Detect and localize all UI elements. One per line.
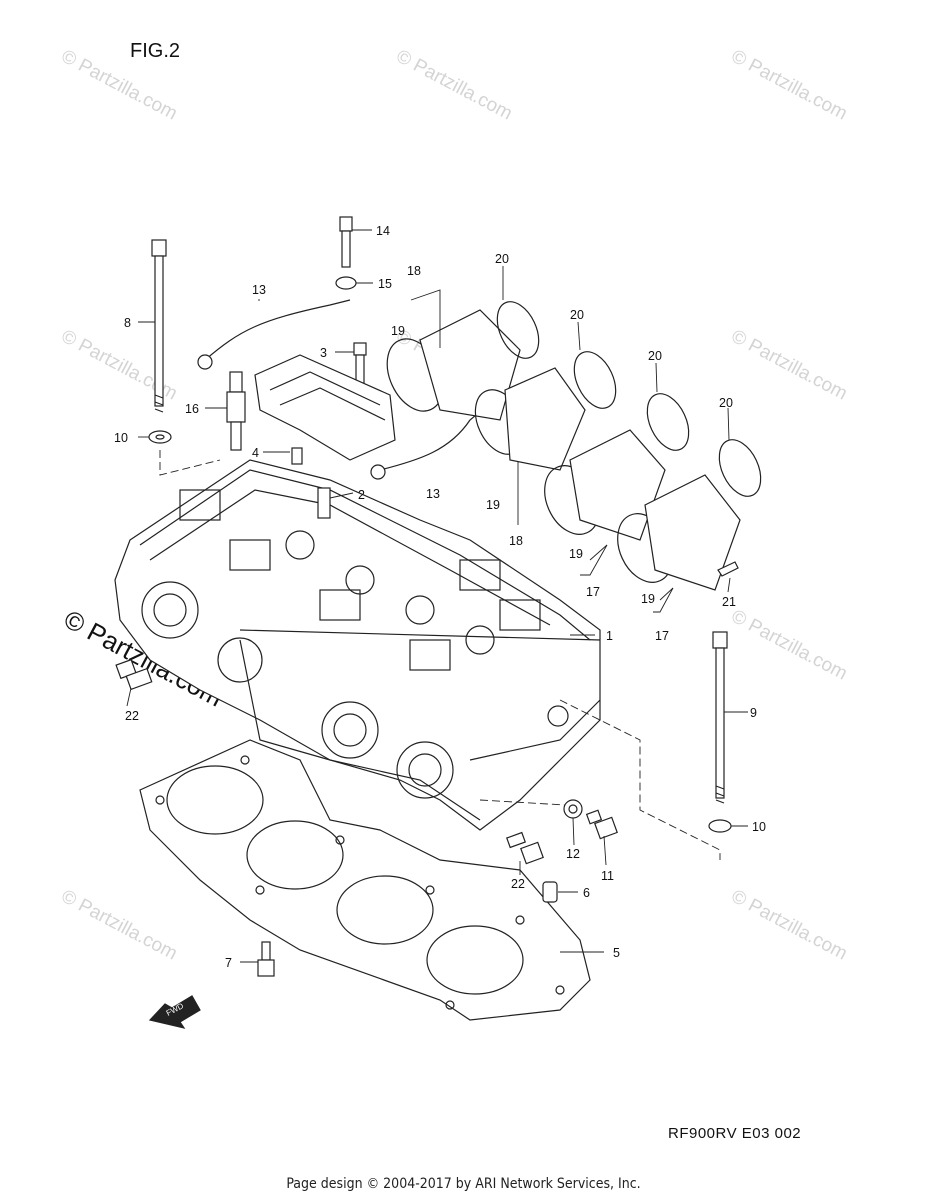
watermark: © Partzilla.com: [58, 46, 181, 125]
figure-label: FIG.2: [130, 40, 181, 62]
camshaft-holder: [254, 354, 396, 461]
callout-14: 14: [376, 224, 390, 238]
dowel-6: [542, 881, 558, 903]
diagram-code: RF900RV E03 002: [668, 1125, 802, 1142]
bolt-7: [257, 941, 275, 977]
bolt-14: [339, 216, 353, 232]
watermark: © Partzilla.com: [728, 886, 851, 965]
callout-19-d: 19: [641, 592, 655, 606]
callout-7: 7: [225, 956, 232, 970]
dowel-4: [291, 447, 303, 465]
oil-pipe-13: [204, 299, 351, 361]
callout-22-left: 22: [125, 709, 139, 723]
callout-8: 8: [124, 316, 131, 330]
watermark: © Partzilla.com: [58, 886, 181, 965]
callout-19-c: 19: [569, 547, 583, 561]
callout-13-bottom: 13: [426, 487, 440, 501]
leader-lines: [126, 229, 748, 963]
callout-22-right: 22: [511, 877, 525, 891]
head-bolt-8: [151, 239, 167, 413]
callout-10-top: 10: [114, 431, 128, 445]
callout-10-right: 10: [752, 820, 766, 834]
callout-numbers: 1 2 3 4 5 6 7 8 9 10 10 11 12 13 13 14 1…: [114, 224, 766, 970]
spark-plug-16: [226, 371, 246, 451]
bolt-22-right: [506, 831, 544, 865]
callout-9: 9: [750, 706, 757, 720]
watermark: © Partzilla.com: [728, 46, 851, 125]
watermark: © Partzilla.com: [393, 46, 516, 125]
callout-2: 2: [358, 488, 365, 502]
callout-3: 3: [320, 346, 327, 360]
callout-16: 16: [185, 402, 199, 416]
callout-15: 15: [378, 277, 392, 291]
callout-20-c: 20: [648, 349, 662, 363]
watermark: © Partzilla.com: [728, 326, 851, 405]
screw-21: [717, 561, 739, 577]
callout-13-top: 13: [252, 283, 266, 297]
cylinder-head: [114, 459, 601, 831]
callout-17-right: 17: [655, 629, 669, 643]
oil-pipe-13-lower: [379, 394, 501, 471]
callout-20-b: 20: [570, 308, 584, 322]
page-footer: Page design © 2004-2017 by ARI Network S…: [286, 1176, 641, 1192]
callout-17-left: 17: [586, 585, 600, 599]
callout-5: 5: [613, 946, 620, 960]
dowel-2: [317, 487, 331, 519]
callout-19-a: 19: [391, 324, 405, 338]
callout-1: 1: [606, 629, 613, 643]
callout-6: 6: [583, 886, 590, 900]
watermark: © Partzilla.com: [728, 606, 851, 685]
head-bolt-9: [712, 631, 728, 804]
cylinder-head-gasket: [139, 739, 591, 1021]
callout-12: 12: [566, 847, 580, 861]
callout-4: 4: [252, 446, 259, 460]
washer-15: [335, 276, 357, 290]
fwd-arrow: FWD: [148, 995, 201, 1029]
callout-21: 21: [722, 595, 736, 609]
intake-pipes: [386, 301, 762, 591]
bolt-22-left: [115, 658, 153, 691]
callout-11: 11: [601, 869, 614, 883]
washer-10: [708, 819, 732, 833]
bolt-3: [353, 342, 367, 356]
washer-12: [563, 799, 583, 819]
callout-20-a: 20: [495, 252, 509, 266]
bolt-11: [585, 809, 618, 840]
washer-10-top: [148, 430, 172, 444]
callout-18-top: 18: [407, 264, 421, 278]
callout-18-bottom: 18: [509, 534, 523, 548]
callout-20-d: 20: [719, 396, 733, 410]
callout-19-b: 19: [486, 498, 500, 512]
